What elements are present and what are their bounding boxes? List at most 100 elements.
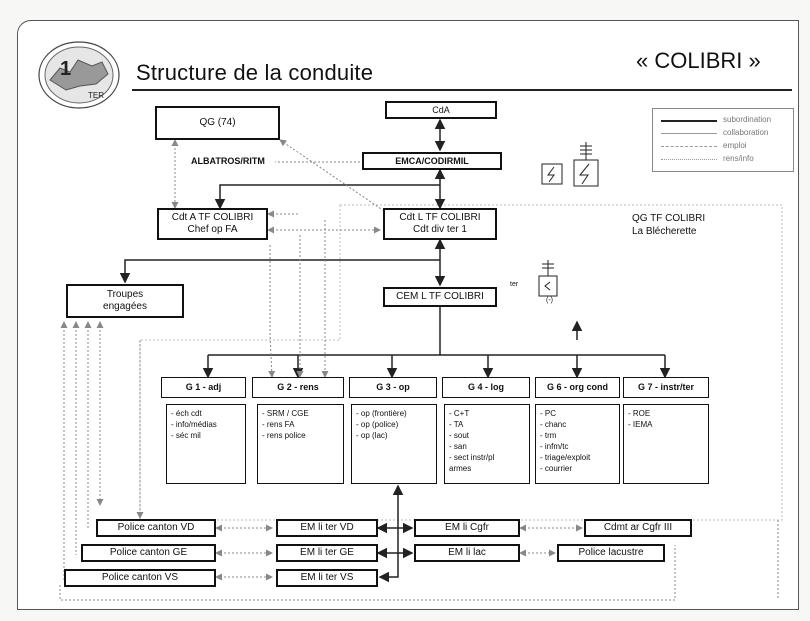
- symbol-minus-label: (-): [546, 297, 553, 304]
- albatros-label: ALBATROS/RITM: [191, 156, 265, 166]
- list-item: - infm/tc: [540, 442, 569, 451]
- qg-colibri-line1: QG TF COLIBRI: [632, 213, 706, 224]
- group-g2-header: G 2 - rens: [252, 377, 344, 398]
- logo-text: TER: [88, 91, 104, 100]
- group-title: G 6 - org cond: [546, 382, 608, 392]
- group-title: G 7 - instr/ter: [637, 382, 694, 392]
- list-item: - trm: [540, 431, 557, 440]
- group-title: G 4 - log: [468, 382, 504, 392]
- group-title: G 3 - op: [376, 382, 410, 392]
- list-item: - C+T: [449, 409, 470, 418]
- police-vs-label: Police canton VS: [101, 572, 179, 583]
- police-ge-box: Police canton GE: [81, 544, 216, 562]
- police-vs-box: Police canton VS: [64, 569, 216, 587]
- em-cgfr-label: EM li Cgfr: [445, 522, 489, 533]
- legend-label: rens/info: [723, 154, 754, 163]
- list-item: - séc mil: [171, 431, 201, 440]
- group-title: G 1 - adj: [185, 382, 222, 392]
- cdt-a-line2: Chef op FA: [187, 224, 238, 235]
- ter-symbol-label: ter: [510, 281, 519, 288]
- group-g3-header: G 3 - op: [349, 377, 437, 398]
- list-item: - IEMA: [628, 420, 653, 429]
- legend-swatch-subordination: [661, 120, 717, 122]
- svg-text:1: 1: [60, 58, 71, 80]
- group-g2-list: - SRM / CGE - rens FA - rens police: [257, 404, 344, 484]
- group-g6-list: - PC - chanc - trm - infm/tc - triage/ex…: [535, 404, 620, 484]
- group-g4-list: - C+T - TA - sout - san - sect instr/pl …: [444, 404, 530, 484]
- troupes-line1: Troupes: [106, 289, 144, 300]
- cda-label: CdA: [432, 104, 450, 115]
- qg74-box: QG (74): [155, 106, 280, 140]
- police-lac-label: Police lacustre: [578, 547, 644, 558]
- cdt-l-box: Cdt L TF COLIBRI Cdt div ter 1: [383, 208, 497, 240]
- group-title: G 2 - rens: [277, 382, 319, 392]
- em-ge-box: EM li ter GE: [276, 544, 378, 562]
- em-vs-label: EM li ter VS: [300, 572, 354, 583]
- legend-swatch-collaboration: [661, 133, 717, 134]
- cdmt-box: Cdmt ar Cgfr III: [584, 519, 692, 537]
- cdt-a-box: Cdt A TF COLIBRI Chef op FA: [157, 208, 268, 240]
- list-item: - san: [449, 442, 467, 451]
- group-g7-list: - ROE - IEMA: [623, 404, 709, 484]
- em-vd-box: EM li ter VD: [276, 519, 378, 537]
- police-vd-label: Police canton VD: [117, 522, 195, 533]
- group-g1-list: - éch cdt - info/médias - séc mil: [166, 404, 246, 484]
- list-item: - PC: [540, 409, 556, 418]
- list-item: - chanc: [540, 420, 567, 429]
- cda-box: CdA: [385, 101, 497, 119]
- legend: subordination collaboration emploi rens/…: [652, 108, 794, 172]
- group-g7-header: G 7 - instr/ter: [623, 377, 709, 398]
- qg-colibri-label: QG TF COLIBRI La Blécherette: [632, 212, 705, 238]
- troupes-line2: engagées: [103, 301, 147, 312]
- brand-title: « COLIBRI »: [636, 48, 761, 73]
- police-lac-box: Police lacustre: [557, 544, 665, 562]
- legend-swatch-emploi: [661, 146, 717, 147]
- list-item: - op (lac): [356, 431, 388, 440]
- legend-swatch-rens: [661, 159, 717, 160]
- emca-box: EMCA/CODIRMIL: [362, 152, 502, 170]
- list-item: - ROE: [628, 409, 651, 418]
- em-cgfr-box: EM li Cgfr: [414, 519, 520, 537]
- qg74-label: QG (74): [199, 117, 236, 128]
- list-item: - op (police): [356, 420, 399, 429]
- em-vs-box: EM li ter VS: [276, 569, 378, 587]
- legend-label: collaboration: [723, 128, 769, 137]
- group-g6-header: G 6 - org cond: [535, 377, 620, 398]
- ter-symbol-icon: [538, 260, 558, 297]
- legend-label: emploi: [723, 141, 747, 150]
- list-item: - SRM / CGE: [262, 409, 309, 418]
- page-title: Structure de la conduite: [136, 60, 374, 85]
- group-g1-header: G 1 - adj: [161, 377, 246, 398]
- cdt-a-line1: Cdt A TF COLIBRI: [171, 212, 254, 223]
- troupes-box: Troupes engagées: [66, 284, 184, 318]
- list-item: - courrier: [540, 464, 573, 473]
- emca-label: EMCA/CODIRMIL: [395, 155, 469, 166]
- list-item: - éch cdt: [171, 409, 202, 418]
- list-item: - info/médias: [171, 420, 217, 429]
- cdmt-label: Cdmt ar Cgfr III: [603, 522, 673, 533]
- list-item: - rens FA: [262, 420, 295, 429]
- em-ge-label: EM li ter GE: [300, 547, 354, 558]
- cem-box: CEM L TF COLIBRI: [383, 287, 497, 307]
- group-g4-header: G 4 - log: [442, 377, 530, 398]
- list-item: armes: [449, 464, 472, 473]
- title-underline: [132, 89, 792, 91]
- em-lac-label: EM li lac: [448, 547, 486, 558]
- list-item: - triage/exploit: [540, 453, 591, 462]
- ter-logo: 1 TER: [38, 41, 120, 109]
- police-vd-box: Police canton VD: [96, 519, 216, 537]
- cem-label: CEM L TF COLIBRI: [396, 291, 484, 302]
- cdt-l-line1: Cdt L TF COLIBRI: [399, 212, 481, 223]
- em-lac-box: EM li lac: [414, 544, 520, 562]
- list-item: - sout: [449, 431, 470, 440]
- qg-colibri-line2: La Blécherette: [632, 226, 697, 237]
- list-item: - sect instr/pl: [449, 453, 495, 462]
- legend-label: subordination: [723, 115, 772, 124]
- group-g3-list: - op (frontière) - op (police) - op (lac…: [351, 404, 437, 484]
- list-item: - op (frontière): [356, 409, 407, 418]
- list-item: - rens police: [262, 431, 306, 440]
- cdt-l-line2: Cdt div ter 1: [413, 224, 467, 235]
- em-vd-label: EM li ter VD: [300, 522, 354, 533]
- police-ge-label: Police canton GE: [109, 547, 188, 558]
